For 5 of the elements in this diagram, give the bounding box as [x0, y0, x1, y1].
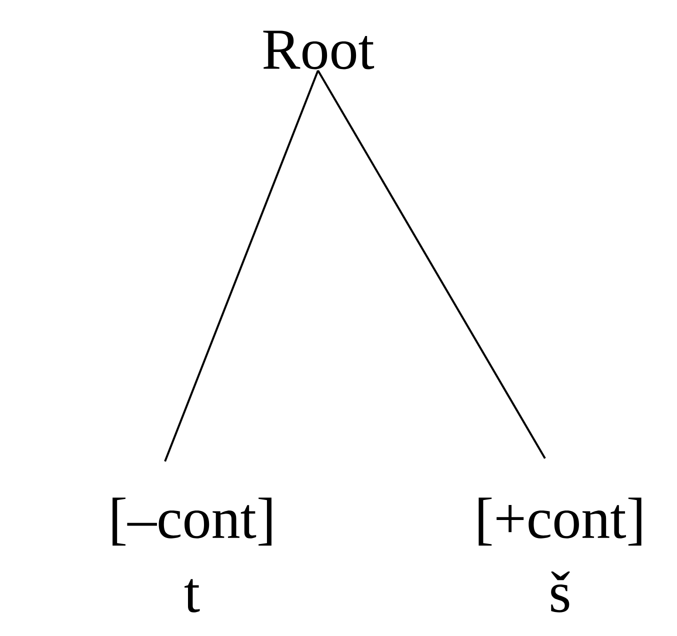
branch-line	[164, 70, 319, 462]
feature-label: [–cont] t	[112, 498, 272, 612]
root-label: Root	[263, 30, 374, 70]
feature-label: [+cont] š	[478, 498, 642, 612]
branch-line	[317, 70, 546, 459]
